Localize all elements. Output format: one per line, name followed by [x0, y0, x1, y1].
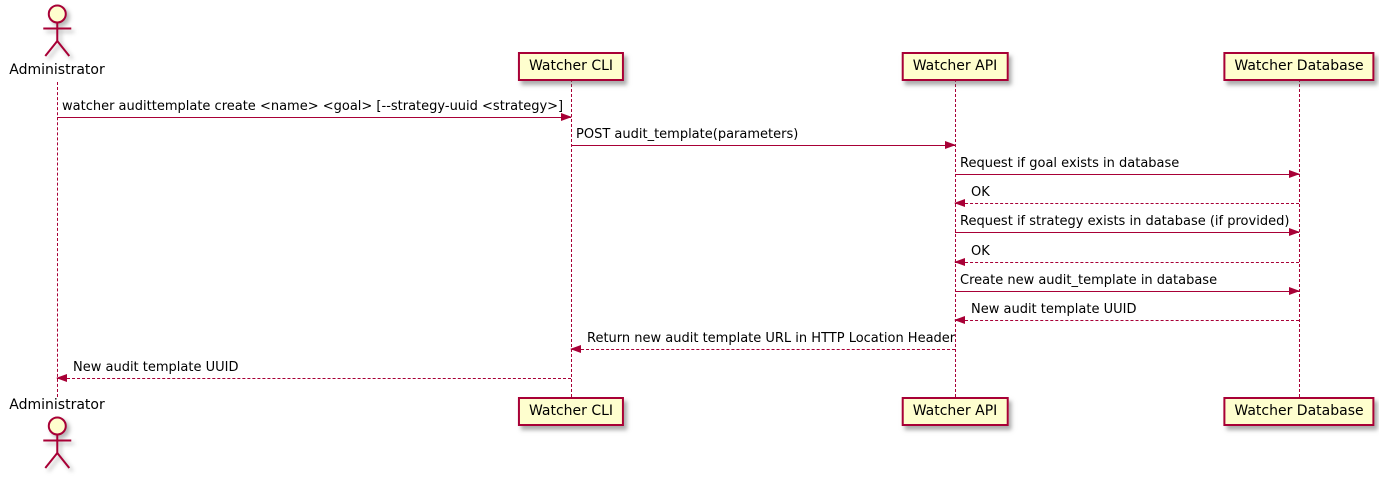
lifeline-watcher-database	[1299, 79, 1300, 397]
message-label: POST audit_template(parameters)	[576, 127, 799, 142]
lifeline-watcher-api	[955, 79, 956, 397]
message-arrow	[570, 345, 955, 353]
participant-watcher-database-bottom: Watcher Database	[1223, 397, 1375, 426]
message-10: New audit template UUID	[56, 360, 571, 382]
message-arrow	[954, 199, 1299, 207]
actor-label: Administrator	[9, 397, 105, 413]
lifeline-watcher-cli	[571, 79, 572, 397]
message-label: New audit template UUID	[971, 302, 1137, 317]
message-label: Create new audit_template in database	[960, 273, 1218, 288]
message-arrow	[954, 258, 1299, 266]
message-label: OK	[971, 244, 990, 259]
message-arrow	[955, 287, 1300, 295]
message-arrow	[571, 141, 956, 149]
actor-icon	[43, 4, 71, 57]
message-4: OK	[954, 185, 1299, 207]
actor-administrator-top: Administrator	[9, 3, 105, 79]
message-5: Request if strategy exists in database (…	[955, 214, 1300, 236]
message-label: Request if goal exists in database	[960, 156, 1180, 171]
participant-watcher-database-top: Watcher Database	[1223, 52, 1375, 81]
message-arrow	[57, 113, 572, 121]
message-2: POST audit_template(parameters)	[571, 127, 956, 149]
message-arrow	[56, 374, 571, 382]
message-label: New audit template UUID	[73, 360, 239, 375]
actor-administrator-bottom: Administrator	[9, 396, 105, 473]
message-9: Return new audit template URL in HTTP Lo…	[570, 331, 956, 353]
participant-watcher-cli-bottom: Watcher CLI	[517, 397, 625, 426]
message-6: OK	[954, 244, 1299, 266]
message-label: Return new audit template URL in HTTP Lo…	[587, 331, 956, 346]
participant-watcher-api-top: Watcher API	[901, 52, 1009, 81]
message-7: Create new audit_template in database	[955, 273, 1300, 295]
message-label: Request if strategy exists in database (…	[960, 214, 1290, 229]
actor-icon	[43, 416, 71, 469]
actor-label: Administrator	[9, 62, 105, 78]
message-1: watcher audittemplate create <name> <goa…	[57, 99, 572, 121]
message-8: New audit template UUID	[954, 302, 1299, 324]
message-label: OK	[971, 185, 990, 200]
message-label: watcher audittemplate create <name> <goa…	[62, 99, 564, 114]
message-arrow	[955, 170, 1300, 178]
lifeline-administrator	[57, 82, 58, 397]
participant-watcher-cli-top: Watcher CLI	[517, 52, 625, 81]
message-arrow	[955, 228, 1300, 236]
participant-watcher-api-bottom: Watcher API	[901, 397, 1009, 426]
message-3: Request if goal exists in database	[955, 156, 1300, 178]
message-arrow	[954, 316, 1299, 324]
